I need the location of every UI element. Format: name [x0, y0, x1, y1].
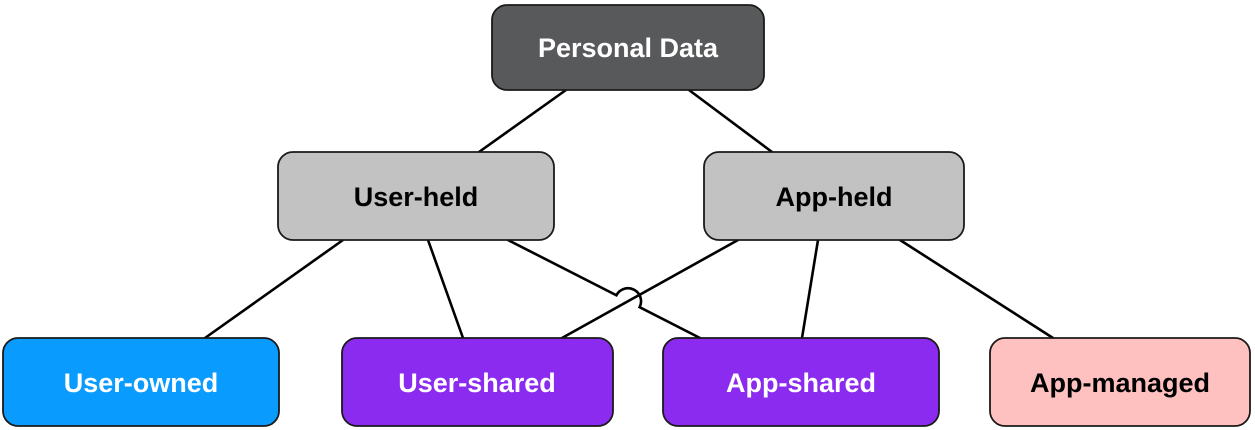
- edge-layer: [203, 88, 1055, 340]
- node-user-held-label: User-held: [354, 182, 479, 212]
- node-app-managed-label: App-managed: [1030, 368, 1210, 398]
- edge-app-held-app-shared: [800, 238, 820, 340]
- edge-user-held-user-shared: [426, 238, 465, 340]
- edge-app-held-app-managed: [898, 238, 1055, 340]
- node-user-owned-label: User-owned: [64, 368, 219, 398]
- node-app-shared: App-shared: [662, 337, 940, 427]
- edge-personal-data-user-held: [477, 88, 568, 154]
- node-personal-data-label: Personal Data: [538, 33, 719, 63]
- node-personal-data-box: [491, 4, 765, 91]
- node-app-held: App-held: [703, 151, 965, 241]
- node-user-shared-box: [341, 337, 614, 427]
- node-app-held-label: App-held: [776, 182, 893, 212]
- node-app-shared-label: App-shared: [726, 368, 876, 398]
- node-user-held-box: [277, 151, 555, 241]
- node-personal-data: Personal Data: [491, 4, 765, 91]
- edge-app-held-user-shared: [560, 238, 740, 340]
- node-user-owned: User-owned: [2, 337, 280, 427]
- node-user-shared: User-shared: [341, 337, 614, 427]
- node-user-held: User-held: [277, 151, 555, 241]
- node-app-held-box: [703, 151, 965, 241]
- node-app-shared-box: [662, 337, 940, 427]
- edge-personal-data-app-held: [687, 88, 774, 154]
- node-user-owned-box: [2, 337, 280, 427]
- edge-user-held-user-owned: [203, 238, 345, 340]
- node-app-managed: App-managed: [989, 337, 1251, 427]
- node-user-shared-label: User-shared: [398, 368, 556, 398]
- node-app-managed-box: [989, 337, 1251, 427]
- edge-user-held-app-shared-with-hop: [506, 238, 702, 340]
